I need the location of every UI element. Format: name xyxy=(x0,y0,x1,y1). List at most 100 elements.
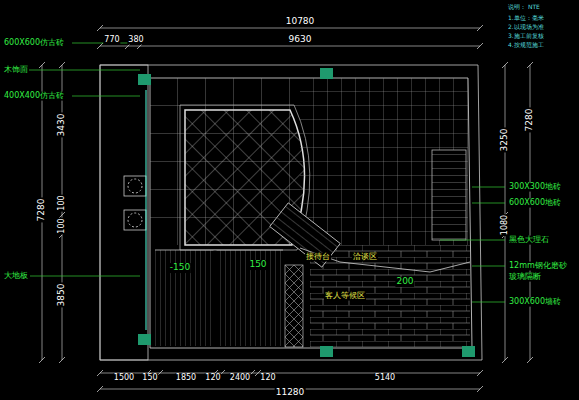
dimension-text: 150 xyxy=(141,374,158,383)
stair-ground xyxy=(432,150,466,240)
dimension-text: 11280 xyxy=(275,388,306,398)
dimension-tick xyxy=(477,25,483,31)
plant xyxy=(128,213,142,227)
dimension-line xyxy=(62,65,63,360)
dimension-text: 7280 xyxy=(37,198,47,223)
dimension-text: 3250 xyxy=(500,128,510,153)
material-label: 木饰面 xyxy=(3,66,29,75)
dimension-tick xyxy=(502,357,508,363)
floor-edge xyxy=(155,250,283,251)
dimension-text: 120 xyxy=(204,374,221,383)
wood-floor xyxy=(155,250,283,346)
dimension-tick xyxy=(59,357,65,363)
material-label: 200 xyxy=(395,277,414,287)
dimension-tick xyxy=(477,370,483,376)
note-text: 说明： NTE xyxy=(507,4,541,11)
leader-line xyxy=(472,266,505,267)
dimension-tick xyxy=(39,62,45,68)
dimension-tick xyxy=(97,370,103,376)
material-label: 300X300地砖 xyxy=(508,183,562,192)
dimension-text: 770 xyxy=(103,36,120,45)
leader-line xyxy=(28,70,140,71)
dimension-lines xyxy=(39,25,533,392)
leader-line xyxy=(440,240,505,241)
small-tile-area xyxy=(300,78,468,245)
material-label: 600X600仿古砖 xyxy=(3,39,65,48)
note-text: 1.单位：毫米 xyxy=(507,15,545,22)
material-label: 12mm钢化磨砂 xyxy=(508,262,568,271)
column xyxy=(320,68,333,79)
facade-wall xyxy=(100,65,148,360)
dimension-tick xyxy=(527,357,533,363)
entrance-steps xyxy=(270,203,340,267)
dimension-text: 2400 xyxy=(229,374,251,383)
dimension-tick xyxy=(39,357,45,363)
material-label: -150 xyxy=(169,263,191,273)
material-label: 洽谈区 xyxy=(352,253,378,262)
leader-line xyxy=(72,96,140,97)
dimension-tick xyxy=(97,43,103,49)
dimension-text: 380 xyxy=(127,36,144,45)
leader-line xyxy=(472,203,505,204)
material-label: 接待台 xyxy=(305,253,331,262)
dimension-tick xyxy=(477,43,483,49)
material-label: 300X600墙砖 xyxy=(508,298,562,307)
dimension-line xyxy=(100,28,480,29)
dimension-text: 1500 xyxy=(113,374,135,383)
plant xyxy=(128,179,142,193)
dimension-tick xyxy=(527,62,533,68)
glass-front xyxy=(146,90,147,330)
room-outline xyxy=(150,78,472,348)
dimension-text: 9630 xyxy=(288,35,313,45)
dimension-text: 7280 xyxy=(525,108,535,133)
material-label: 玻璃隔断 xyxy=(508,273,542,282)
dimension-text: 1080 xyxy=(501,214,510,236)
column xyxy=(138,74,151,85)
material-label: 150 xyxy=(248,260,267,270)
material-label: 600X600地砖 xyxy=(508,199,562,208)
material-label: 客人等候区 xyxy=(324,292,366,301)
column xyxy=(320,346,333,357)
counter-edge xyxy=(300,248,470,272)
dimension-tick xyxy=(477,386,483,392)
leader-line xyxy=(30,276,140,277)
dimension-line xyxy=(100,46,480,47)
planters xyxy=(124,90,146,330)
outer-wall xyxy=(100,65,482,360)
dimension-line xyxy=(505,65,506,360)
dimension-text: 120 xyxy=(259,374,276,383)
column xyxy=(462,346,475,357)
dimension-tick xyxy=(502,62,508,68)
dimension-text: 3430 xyxy=(57,113,67,138)
note-text: 4.按规范施工 xyxy=(507,42,545,49)
leader-lines xyxy=(28,43,505,302)
dimension-tick xyxy=(59,62,65,68)
floor-divider xyxy=(214,250,217,346)
column-hatch xyxy=(285,265,303,347)
dimension-text: 100 xyxy=(58,194,67,211)
dimension-text: 1850 xyxy=(175,374,197,383)
material-label: 400X400仿古砖 xyxy=(3,92,65,101)
material-label: 黑色大理石 xyxy=(508,236,550,245)
column xyxy=(138,334,151,345)
material-label: 大地板 xyxy=(3,272,29,281)
dimension-tick xyxy=(97,386,103,392)
walls xyxy=(100,65,482,360)
note-text: 3.施工前复核 xyxy=(507,33,545,40)
leader-line xyxy=(472,302,505,303)
dimension-text: 100 xyxy=(58,217,67,234)
planter xyxy=(124,210,146,230)
dimension-text: 5140 xyxy=(374,374,396,383)
note-text: 2.以现场为准 xyxy=(507,24,545,31)
columns xyxy=(138,68,475,357)
dimension-text: 3850 xyxy=(57,283,67,308)
dimension-tick xyxy=(97,25,103,31)
leader-line xyxy=(472,187,505,188)
planter xyxy=(124,176,146,196)
step-lines xyxy=(270,203,340,267)
stair xyxy=(432,150,466,240)
dimension-text: 10780 xyxy=(285,17,316,27)
step-base xyxy=(270,203,340,267)
